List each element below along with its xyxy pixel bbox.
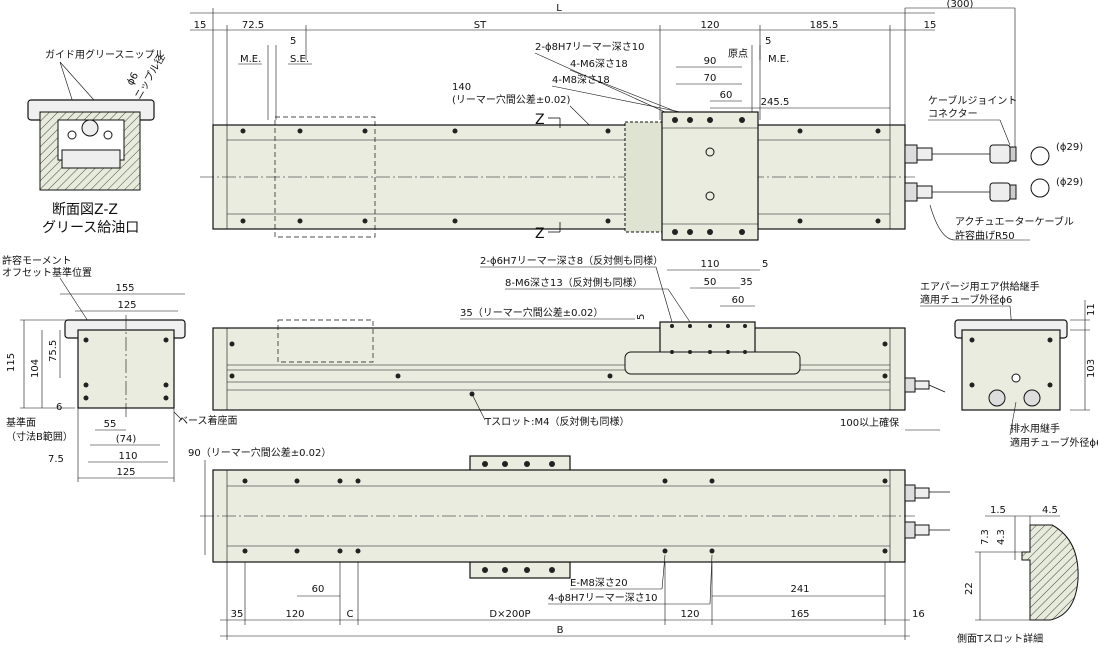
note-base-face: ベース着座面 [178,414,238,427]
label-origin: 原点 [728,48,748,60]
dim-72-5: 72.5 [242,20,264,31]
dim-tslot-7-3: 7.3 [980,529,991,545]
section-title-2: グリース給油口 [42,220,139,236]
note-140-tol: (リーマー穴間公差±0.02) [452,93,571,106]
dim-70: 70 [704,73,717,84]
dim-side-60: 60 [732,295,745,306]
end-view-right: エアパージ用エア供給継手 適用チューブ外径ϕ6 11 103 排水用継手 適用チ… [920,280,1098,449]
note-bottom-reamer: 4-ϕ8H7リーマー深さ10 [548,592,658,604]
note-grease-nipple: ガイド用グリースニップル [45,48,165,61]
dim-cable-length: (300) [947,0,974,10]
label-se: S.E. [290,54,309,65]
note-air-purge-1: エアパージ用エア供給継手 [920,280,1040,293]
note-e-m8: E-M8深さ20 [570,577,628,589]
note-moment-1: 許容モーメント [2,254,72,267]
dim-245-5: 245.5 [761,97,790,108]
note-reamer-8: 2-ϕ8H7リーマー深さ10 [535,41,645,53]
note-bend-radius: 許容曲げR50 [955,229,1015,242]
note-m6-18: 4-M6深さ18 [570,58,628,70]
dim-104: 104 [30,359,41,378]
top-view: L (300) 15 72.5 ST 120 185.5 15 M.E. 5 S… [190,0,1083,242]
note-m8-18: 4-M8深さ18 [552,74,610,86]
note-drain-2: 適用チューブ外径ϕ6 [1010,436,1098,449]
dim-125-top: 125 [117,300,136,311]
note-connector: コネクター [928,108,978,120]
dim-side-110: 110 [700,259,719,270]
dim-overall-B: B [557,625,564,636]
label-me-left: M.E. [240,54,261,65]
note-actuator-cable: アクチュエーターケーブル [955,215,1074,228]
note-ref-face-2: （寸法B範囲） [6,430,73,443]
dim-phi29-b: (ϕ29) [1056,177,1083,188]
tslot-detail-title: 側面Tスロット詳細 [957,632,1043,645]
note-drain-1: 排水用継手 [1010,422,1060,435]
end-view-left: 許容モーメント オフセット基準位置 155 125 115 104 75.5 6… [2,254,238,482]
dim-side-35: 35 [740,277,753,288]
dim-75-5: 75.5 [48,340,59,362]
dim-bottom-241: 241 [790,584,809,595]
label-5-right: 5 [765,36,771,47]
note-clearance: 100以上確保 [840,416,899,429]
note-side-m6: 8-M6深さ13（反対側も同様） [505,276,643,289]
dim-185-5: 185.5 [810,20,839,31]
dim-side-5b: 5 [636,314,647,320]
dim-bottom-DxP: D×200P [489,609,530,620]
side-view: 2-ϕ6H7リーマー深さ8（反対側も同様） 8-M6深さ13（反対側も同様） 3… [212,254,946,431]
dim-110: 110 [118,451,137,462]
dim-overall-L: L [556,3,562,14]
dim-ST: ST [474,20,487,31]
dim-bottom-35: 35 [231,609,244,620]
tslot-detail: 1.5 4.5 7.3 4.3 22 側面Tスロット詳細 [957,505,1079,645]
label-5-left: 5 [290,36,296,47]
dim-11: 11 [1086,303,1097,316]
bottom-view: 90（リーマー穴間公差±0.02） E-M8深さ20 4-ϕ8H7リーマー深さ1… [188,446,950,640]
section-mark-bottom: Z [535,226,545,242]
dim-bottom-16: 16 [912,609,925,620]
note-side-reamer: 2-ϕ6H7リーマー深さ8（反対側も同様） [480,254,663,267]
dim-74: (74) [116,434,137,445]
note-air-purge-2: 適用チューブ外径ϕ6 [920,293,1012,306]
note-side-pitch: 35（リーマー穴間公差±0.02） [460,306,603,319]
section-mark-top: Z [535,112,545,128]
dim-bottom-C: C [347,609,354,620]
dim-bottom-60: 60 [312,584,325,595]
dim-155: 155 [115,283,134,294]
dim-15-right: 15 [924,20,937,31]
dim-phi29-a: (ϕ29) [1056,142,1083,153]
dim-bottom-120b: 120 [680,609,699,620]
dim-125-bottom: 125 [116,467,135,478]
note-140: 140 [452,82,471,93]
dim-90: 90 [704,56,717,67]
label-me-right: M.E. [768,54,789,65]
note-moment-2: オフセット基準位置 [2,266,92,279]
dim-tslot-22: 22 [964,582,975,595]
dim-bottom-165: 165 [790,609,809,620]
dim-15-left: 15 [194,20,207,31]
dim-tslot-1-5: 1.5 [990,505,1006,516]
dim-tslot-4-3: 4.3 [996,529,1007,545]
dim-7-5: 7.5 [48,454,64,465]
dim-55: 55 [104,419,117,430]
dim-115: 115 [6,353,17,372]
section-zz: ガイド用グリースニップル ϕ6 ニップル径 断面図Z-Z グリース給油口 [27,48,168,236]
note-ref-face-1: 基準面 [6,416,36,429]
dim-6: 6 [56,402,62,413]
dim-side-5a: 5 [762,259,768,270]
dim-side-50: 50 [704,277,717,288]
section-title-1: 断面図Z-Z [52,202,118,218]
dim-tslot-4-5: 4.5 [1042,505,1058,516]
note-bottom-reamer-pitch: 90（リーマー穴間公差±0.02） [188,446,331,459]
note-cable-joint: ケーブルジョイント [928,94,1017,107]
dim-103: 103 [1086,359,1097,378]
dim-bottom-120a: 120 [285,609,304,620]
dim-60: 60 [720,90,733,101]
note-tslot: Tスロット:M4（反対側も同様） [484,415,629,428]
dim-120: 120 [700,20,719,31]
